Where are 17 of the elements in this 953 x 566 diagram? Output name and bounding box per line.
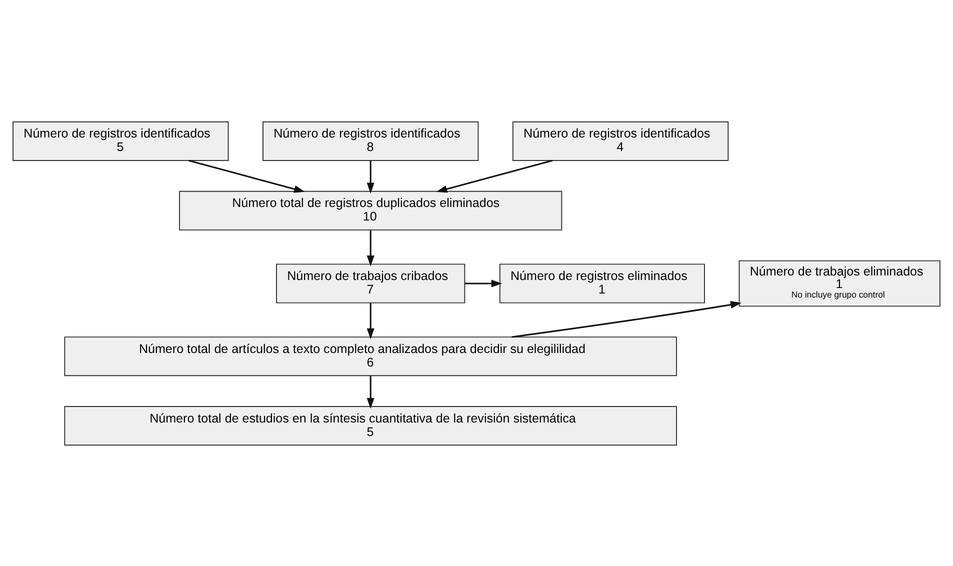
- arrow: [436, 159, 553, 192]
- node-box: Número de registros identificados 8: [262, 120, 479, 160]
- node-box: Número total de registros duplicados eliminados 10: [179, 190, 562, 230]
- node-box: Número de registros identificados 5: [12, 120, 229, 160]
- node-box: Número total de estudios en la síntesis cuantitativa de la revisión sistemática 5: [64, 406, 677, 446]
- node-box: Número de trabajos cribados 7: [276, 263, 466, 303]
- node-box: Número de registros eliminados 1: [499, 263, 705, 303]
- node-box: Número de registros identificados 4: [512, 120, 729, 160]
- arrow: [188, 159, 305, 192]
- arrow: [464, 279, 502, 287]
- arrow: [366, 375, 374, 408]
- node-box: Número total de artículos a texto completo analizados para decidir su elegililidad 6: [64, 336, 677, 376]
- arrow: [366, 230, 374, 266]
- arrow: [366, 160, 374, 194]
- node-box: Número de trabajos eliminados 1 No incluye grupo control: [738, 260, 940, 306]
- arrow: [366, 302, 374, 339]
- arrow: [512, 300, 742, 338]
